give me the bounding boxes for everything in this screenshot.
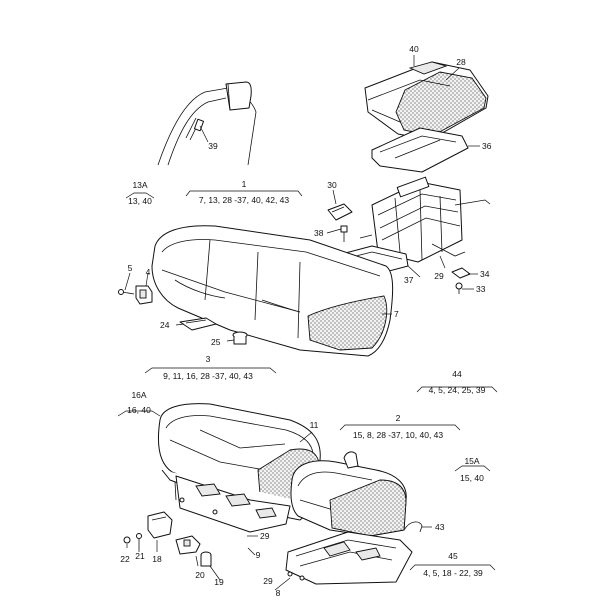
- callout-1-refs: 7, 13, 28 -37, 40, 42, 43: [198, 195, 290, 205]
- callout-2: 2: [395, 413, 401, 423]
- callout-1: 1: [241, 179, 247, 189]
- callout-39: 39: [208, 141, 218, 151]
- part-43-hook: [403, 521, 423, 533]
- callout-44: 44: [452, 369, 462, 379]
- callout-15A: 15A: [464, 456, 480, 466]
- callout-19: 19: [214, 577, 224, 587]
- seat-cushion-2: [290, 451, 407, 537]
- callout-38: 38: [314, 228, 324, 238]
- callout-16A: 16A: [131, 390, 147, 400]
- callout-13A: 13A: [132, 180, 148, 190]
- callout-28: 28: [456, 57, 466, 67]
- seat-context-outline: [157, 81, 257, 166]
- part-25-plug: [232, 331, 248, 345]
- seat-frame-mechanism: [359, 176, 491, 263]
- callout-3-refs: 9, 11, 16, 28 -37, 40, 43: [163, 371, 253, 381]
- callout-45: 45: [448, 551, 458, 561]
- seat-cover-upper: [364, 61, 489, 141]
- seat-frame-45: [285, 531, 413, 585]
- callout-7: 7: [394, 309, 399, 319]
- callout-21: 21: [135, 551, 145, 561]
- callout-25: 25: [211, 337, 221, 347]
- callout-24: 24: [160, 320, 170, 330]
- callout-36: 36: [482, 141, 492, 151]
- callout-45-refs: 4, 5, 18 - 22, 39: [423, 568, 483, 578]
- callout-8: 8: [275, 588, 281, 598]
- part-5-screw: [118, 289, 135, 295]
- callout-37: 37: [404, 275, 414, 285]
- part-22-washer: [123, 536, 131, 544]
- callout-11: 11: [309, 420, 319, 430]
- callout-5: 5: [127, 263, 133, 273]
- callout-34: 34: [480, 269, 490, 279]
- callout-29-lower: 29: [263, 576, 273, 586]
- callout-4: 4: [145, 267, 151, 277]
- cushion-carrier-9: [175, 475, 291, 533]
- part-30-clip: [327, 203, 353, 221]
- callout-43: 43: [435, 522, 445, 532]
- part-21-screw: [136, 533, 142, 550]
- callout-33: 33: [476, 284, 486, 294]
- part-18-handle: [147, 511, 173, 539]
- group-brackets: [117, 190, 498, 571]
- bench-seat-1: [151, 225, 394, 357]
- callout-20: 20: [195, 570, 205, 580]
- callout-40: 40: [409, 44, 419, 54]
- callout-13A-refs: 13, 40: [128, 196, 152, 206]
- callout-44-refs: 4, 5, 24, 25, 39: [428, 385, 486, 395]
- part-24-grille: [179, 317, 217, 331]
- callout-29-middle: 29: [260, 531, 270, 541]
- callout-15A-refs: 15, 40: [460, 473, 484, 483]
- callout-2-refs: 15, 8, 28 -37, 10, 40, 43: [352, 430, 444, 440]
- callout-3: 3: [205, 354, 211, 364]
- part-19-sleeve: [200, 551, 212, 567]
- part-34-clip: [451, 267, 471, 279]
- seat-pad-36: [371, 127, 469, 173]
- part-38-bolt: [340, 225, 348, 242]
- callout-9: 9: [255, 550, 261, 560]
- part-33-screw: [455, 282, 463, 294]
- callout-18: 18: [152, 554, 162, 564]
- leader-lines: [124, 55, 480, 591]
- part-20-latch: [175, 535, 201, 555]
- callout-16A-refs: 16, 40: [127, 405, 151, 415]
- callout-29-upper: 29: [434, 271, 444, 281]
- callout-22: 22: [120, 554, 130, 564]
- callout-30: 30: [327, 180, 337, 190]
